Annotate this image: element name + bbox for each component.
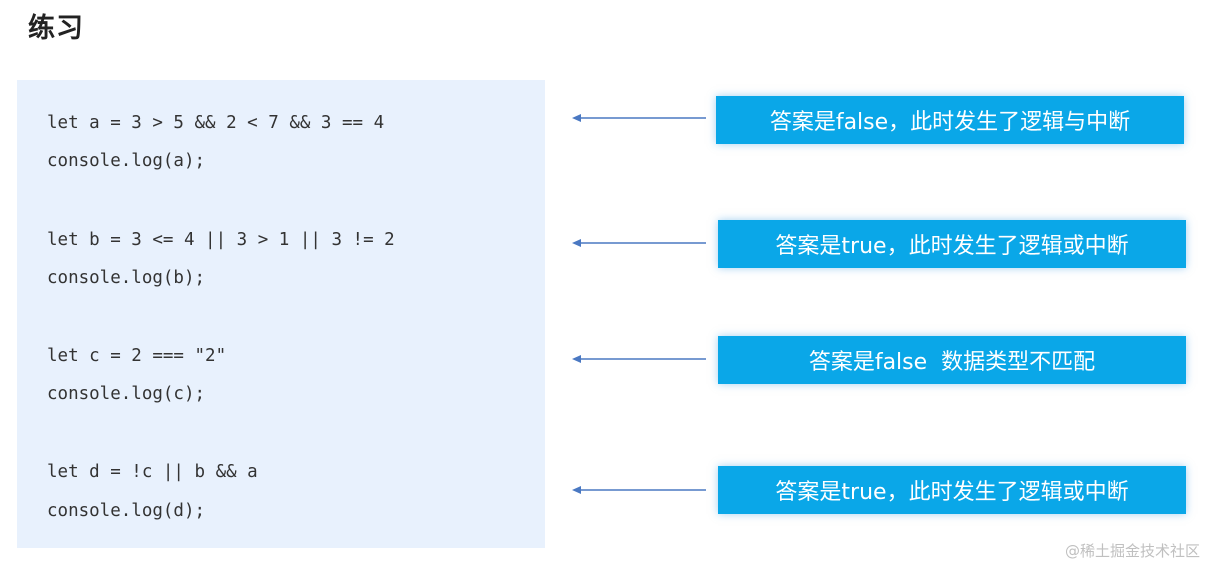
code-line-d-log: console.log(d);	[47, 501, 206, 521]
code-line-a-log: console.log(a);	[47, 151, 206, 171]
code-line-c-declaration: let c = 2 === "2"	[47, 346, 227, 366]
code-panel: let a = 3 > 5 && 2 < 7 && 3 == 4 console…	[17, 80, 545, 548]
code-line-c-log: console.log(c);	[47, 384, 206, 404]
answer-text-b: 答案是true，此时发生了逻辑或中断	[775, 234, 1129, 259]
code-line-d-declaration: let d = !c || b && a	[47, 462, 258, 482]
answer-text-c: 答案是false 数据类型不匹配	[808, 350, 1096, 375]
arrow-left-icon	[572, 484, 706, 496]
answer-text-d: 答案是true，此时发生了逻辑或中断	[775, 480, 1129, 505]
arrow-left-icon	[572, 112, 706, 124]
code-line-a-declaration: let a = 3 > 5 && 2 < 7 && 3 == 4	[47, 113, 385, 133]
arrow-left-icon	[572, 237, 706, 249]
arrow-left-icon	[572, 353, 706, 365]
code-line-b-declaration: let b = 3 <= 4 || 3 > 1 || 3 != 2	[47, 230, 395, 250]
answer-text-a: 答案是false，此时发生了逻辑与中断	[769, 110, 1131, 135]
page-title: 练习	[28, 13, 84, 44]
answer-box-a: 答案是false，此时发生了逻辑与中断	[716, 96, 1184, 144]
answer-box-d: 答案是true，此时发生了逻辑或中断	[718, 466, 1186, 514]
watermark: @稀土掘金技术社区	[1064, 542, 1200, 560]
answer-box-c: 答案是false 数据类型不匹配	[718, 336, 1186, 384]
code-line-b-log: console.log(b);	[47, 268, 206, 288]
answer-box-b: 答案是true，此时发生了逻辑或中断	[718, 220, 1186, 268]
